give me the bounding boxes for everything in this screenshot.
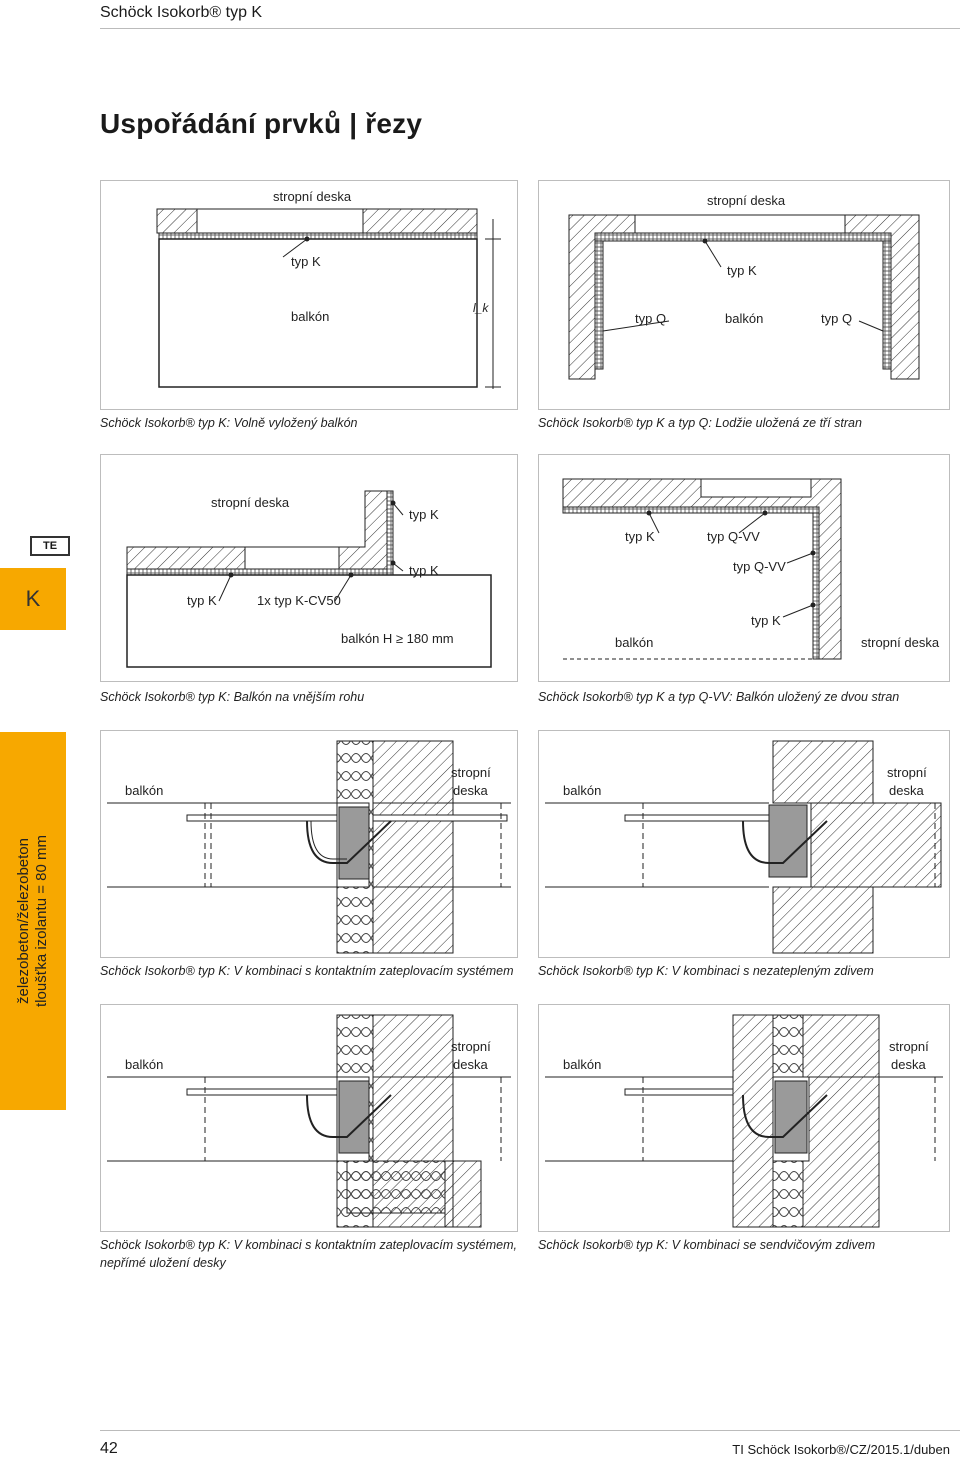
type-k-label: typ K (625, 529, 655, 544)
slab-label-2: deska (891, 1057, 926, 1072)
slab-label-2: deska (453, 1057, 488, 1072)
caption-p8: Schöck Isokorb® typ K: V kombinaci se se… (538, 1238, 876, 1252)
side-tab-letter[interactable]: K (0, 568, 66, 630)
header-product: Schöck Isokorb® typ K (100, 4, 263, 21)
balcony-label: balkón H ≥ 180 mm (341, 631, 454, 646)
balcony-label: balkón (125, 783, 164, 798)
caption-p2: Schöck Isokorb® typ K a typ Q: Lodžie ul… (538, 416, 862, 430)
type-k-mid-label: typ K (409, 563, 439, 578)
plan-panel-corner-balcony: stropní deska typ K typ K typ K 1x typ K… (100, 454, 518, 682)
type-k-2-label: typ K (751, 613, 781, 628)
brand-logo: TE (30, 536, 70, 556)
side-tab-line1: železobeton/železobeton (15, 838, 32, 1004)
balcony-label: balkón (725, 311, 764, 326)
slab-label: stropní deska (861, 635, 940, 650)
slab-label: stropní deska (211, 495, 290, 510)
section-panel-masonry: balkón stropní deska (538, 730, 950, 958)
section-panel-etics: balkón stropní deska (100, 730, 518, 958)
plan-panel-two-side-balcony: typ K typ Q-VV typ Q-VV typ K balkón str… (538, 454, 950, 682)
balcony-label: balkón (563, 1057, 602, 1072)
qvv-2-label: typ Q-VV (733, 559, 786, 574)
caption-p3: Schöck Isokorb® typ K: Balkón na vnějším… (100, 690, 365, 704)
caption-p1: Schöck Isokorb® typ K: Volně vyložený ba… (100, 416, 358, 430)
slab-label-1: stropní (451, 1039, 491, 1054)
qvv-1-label: typ Q-VV (707, 529, 760, 544)
cv50-label: 1x typ K-CV50 (257, 593, 341, 608)
type-label: typ K (291, 254, 321, 269)
type-k-top-label: typ K (409, 507, 439, 522)
slab-label: stropní deska (707, 193, 786, 208)
page-title: Uspořádání prvků | řezy (100, 108, 423, 139)
balcony-label: balkón (615, 635, 654, 650)
slab-label-1: stropní (887, 765, 927, 780)
side-tab-line2: tloušťka izolantu = 80 mm (33, 835, 50, 1007)
slab-label-2: deska (889, 783, 924, 798)
header-divider (100, 28, 960, 29)
caption-p6: Schöck Isokorb® typ K: V kombinaci s nez… (538, 964, 874, 978)
footer-divider (100, 1430, 960, 1431)
balcony-label: balkón (125, 1057, 164, 1072)
plan-panel-free-balcony: stropní deska typ K balkón l_k (100, 180, 518, 410)
type-k-left-label: typ K (187, 593, 217, 608)
type-k-label: typ K (727, 263, 757, 278)
type-q-left-label: typ Q (635, 311, 667, 326)
balcony-label: balkón (291, 309, 330, 324)
doc-id: TI Schöck Isokorb®/CZ/2015.1/duben (732, 1442, 950, 1457)
slab-label-1: stropní (451, 765, 491, 780)
section-panel-sandwich: balkón stropní deska (538, 1004, 950, 1232)
section-panel-etics-indirect: balkón stropní deska (100, 1004, 518, 1232)
caption-p5: Schöck Isokorb® typ K: V kombinaci s kon… (100, 964, 514, 978)
slab-label: stropní deska (273, 189, 352, 204)
dimension-label: l_k (473, 301, 489, 315)
caption-p7-line2: nepřímé uložení desky (100, 1256, 226, 1270)
balcony-label: balkón (563, 783, 602, 798)
caption-p4: Schöck Isokorb® typ K a typ Q-VV: Balkón… (538, 690, 900, 704)
type-q-right-label: typ Q (821, 311, 853, 326)
caption-p7-line1: Schöck Isokorb® typ K: V kombinaci s kon… (100, 1238, 518, 1252)
slab-label-2: deska (453, 783, 488, 798)
plan-panel-loggia: stropní deska typ K typ Q balkón typ Q (538, 180, 950, 410)
page-number: 42 (100, 1440, 118, 1457)
side-tab-section: železobeton/železobeton tloušťka izolant… (0, 732, 66, 1110)
slab-label-1: stropní (889, 1039, 929, 1054)
